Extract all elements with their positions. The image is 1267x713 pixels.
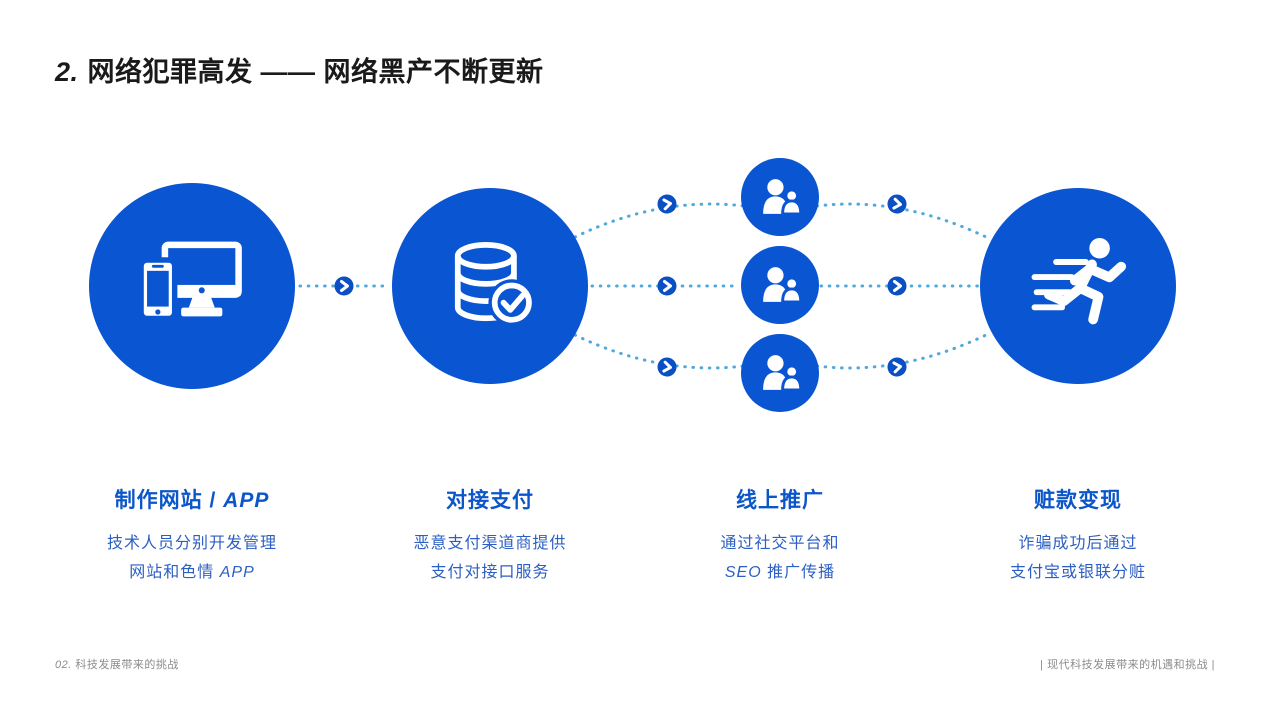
step3-heading: 线上推广 xyxy=(736,489,824,512)
chevron-right-icon xyxy=(657,194,677,214)
step4-caption: 赃款变现 诈骗成功后通过 支付宝或银联分赃 xyxy=(928,484,1228,587)
step3-caption: 线上推广 通过社交平台和 SEO 推广传播 xyxy=(630,484,930,587)
step1-heading: 制作网站 / APP xyxy=(114,489,270,512)
chevron-right-icon xyxy=(887,276,907,296)
step4-heading: 赃款变现 xyxy=(1034,489,1122,512)
promo-node-3 xyxy=(741,334,819,412)
people-icon xyxy=(763,355,803,392)
chevron-right-icon xyxy=(887,194,907,214)
step1-caption: 制作网站 / APP 技术人员分别开发管理 网站和色情 APP xyxy=(42,484,342,587)
chevron-right-icon xyxy=(334,276,354,296)
step2-heading: 对接支付 xyxy=(446,489,534,512)
chevron-right-icon xyxy=(657,276,677,296)
footer-deck-title: | 现代科技发展带来的机遇和挑战 | xyxy=(1040,659,1215,671)
step3-line2: SEO 推广传播 xyxy=(724,564,836,581)
step4-line1: 诈骗成功后通过 xyxy=(1018,535,1138,552)
step1-circle xyxy=(89,183,295,389)
people-icon xyxy=(763,179,803,216)
step2-circle xyxy=(392,188,588,384)
promo-node-1 xyxy=(741,158,819,236)
devices-icon xyxy=(138,241,242,322)
people-icon xyxy=(763,267,803,304)
chevron-right-icon xyxy=(887,357,907,377)
step4-line2: 支付宝或银联分赃 xyxy=(1009,564,1146,581)
step1-line2: 网站和色情 APP xyxy=(129,564,255,581)
database-check-icon xyxy=(454,242,536,327)
promo-node-2 xyxy=(741,246,819,324)
step2-caption: 对接支付 恶意支付渠道商提供 支付对接口服务 xyxy=(340,484,640,587)
runner-icon xyxy=(1031,237,1127,325)
step3-line1: 通过社交平台和 xyxy=(720,535,840,552)
page-title: 2. 网络犯罪高发 —— 网络黑产不断更新 xyxy=(55,50,544,89)
step2-line1: 恶意支付渠道商提供 xyxy=(413,535,567,552)
page-title-text: 网络犯罪高发 —— 网络黑产不断更新 xyxy=(87,57,544,87)
chevron-right-icon xyxy=(657,357,677,377)
step4-circle xyxy=(980,188,1176,384)
step1-line1: 技术人员分别开发管理 xyxy=(106,535,277,552)
footer-section-label: 02. 科技发展带来的挑战 xyxy=(55,659,179,671)
step2-line2: 支付对接口服务 xyxy=(430,564,550,581)
page-title-number: 2. xyxy=(55,57,79,87)
